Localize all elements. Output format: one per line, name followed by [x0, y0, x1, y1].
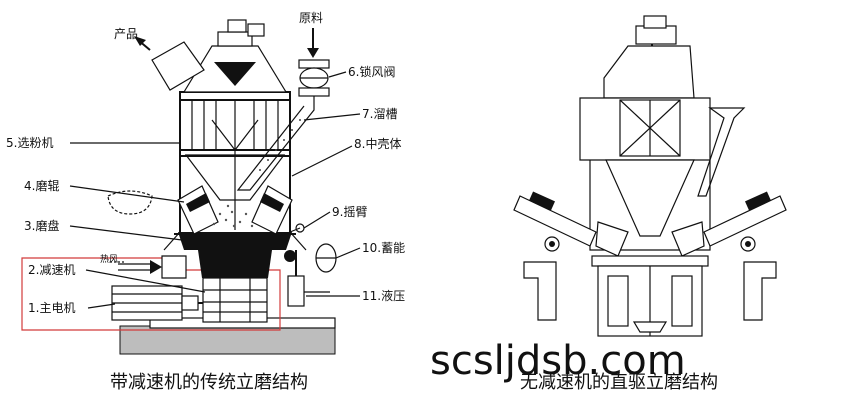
support-right	[743, 261, 777, 321]
separator-hood	[603, 45, 695, 99]
accumulator	[315, 243, 337, 273]
main-motor	[111, 285, 215, 321]
label-product: 产品	[114, 27, 138, 41]
label-rocker-arm: 9.摇臂	[332, 205, 367, 219]
label-chute: 7.溜槽	[362, 106, 397, 121]
label-middle-shell: 8.中壳体	[354, 136, 401, 151]
grinding-roller-left	[177, 185, 219, 235]
label-hydraulic: 11.液压	[362, 288, 405, 303]
inner-cone	[605, 159, 695, 237]
roller-right-a	[595, 221, 629, 257]
label-raw-material: 原料	[299, 11, 323, 25]
dashed-outline	[107, 190, 153, 215]
raw-material-arrow	[307, 28, 319, 58]
classifier-motor	[635, 25, 677, 45]
foundation-block	[119, 325, 336, 355]
support-left	[523, 261, 557, 321]
label-airlock-valve: 6.锁风阀	[348, 64, 395, 79]
chute-particles	[259, 119, 301, 171]
direct-drive-motor	[597, 265, 703, 337]
roller-arm-left	[513, 191, 597, 252]
label-main-motor: 1.主电机	[28, 301, 75, 315]
roller-arm-right	[703, 191, 787, 252]
caption-direct-drive-mill: 无减速机的直驱立磨结构	[520, 372, 718, 393]
material-particles	[212, 204, 254, 228]
label-reducer: 2.减速机	[28, 263, 75, 277]
label-grinding-table: 3.磨盘	[24, 218, 59, 233]
classifier-top	[182, 19, 288, 93]
direct-drive-mill-diagram: 无减速机的直驱立磨结构	[513, 15, 787, 393]
roller-right-b	[671, 221, 705, 257]
chute	[236, 96, 315, 191]
label-grinding-roller: 4.磨辊	[24, 179, 59, 193]
traditional-mill-diagram: 产品 原料 6.锁风阀 7.溜槽 8.中壳体 9.摇臂 10.蓄能 11.液压 …	[6, 11, 405, 393]
watermark-text: scsljdsb.com	[430, 338, 686, 384]
hydraulic-cylinder	[284, 250, 330, 307]
airlock-valve	[298, 59, 330, 97]
grinding-table	[174, 232, 296, 278]
leader-lines	[69, 71, 361, 309]
label-hot-air: 热风	[100, 253, 118, 265]
label-classifier: 5.选粉机	[6, 136, 53, 150]
label-accumulator: 10.蓄能	[362, 241, 405, 255]
caption-traditional-mill: 带减速机的传统立磨结构	[110, 372, 308, 393]
reducer-gearbox	[202, 277, 268, 323]
product-outlet-duct	[134, 36, 205, 91]
grinding-table-right	[591, 255, 709, 267]
hot-air-inlet	[118, 255, 187, 279]
grinding-roller-right	[251, 185, 293, 235]
